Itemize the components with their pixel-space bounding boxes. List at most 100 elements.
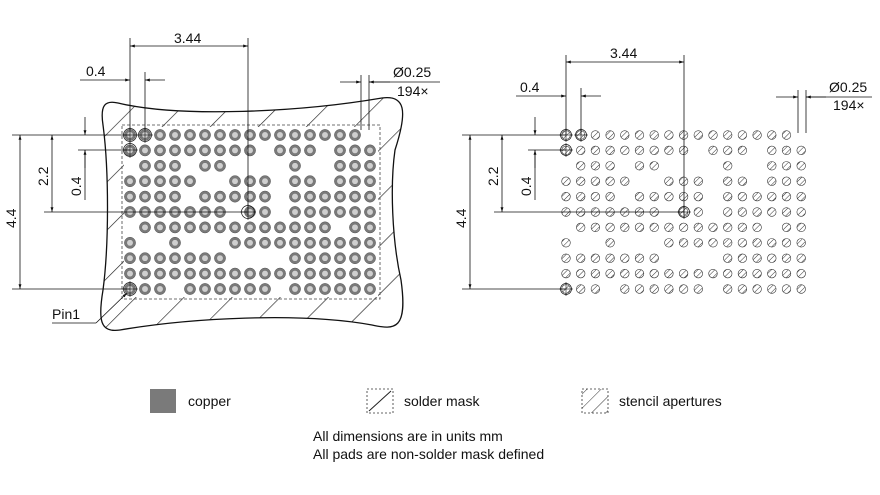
stencil-aperture — [634, 145, 645, 155]
pad-aperture — [336, 193, 344, 201]
pad-aperture — [321, 285, 329, 293]
stencil-aperture — [649, 130, 659, 140]
pad-aperture — [216, 223, 224, 231]
pad-aperture — [156, 131, 164, 139]
stencil-aperture — [781, 269, 792, 279]
stencil-aperture — [605, 253, 615, 263]
pad-aperture — [306, 270, 314, 277]
stencil-aperture — [561, 238, 571, 248]
pad-aperture — [291, 193, 299, 201]
stencil-aperture — [723, 145, 733, 155]
pad-aperture — [351, 193, 359, 201]
pad-aperture — [156, 146, 164, 154]
stencil-aperture — [796, 253, 806, 263]
stencil-aperture — [796, 269, 806, 279]
pad-aperture — [156, 223, 164, 231]
pad-aperture — [186, 146, 194, 154]
stencil-aperture — [752, 269, 762, 279]
pad-aperture — [336, 131, 344, 139]
stencil-aperture — [796, 176, 806, 186]
stencil-aperture — [752, 238, 762, 248]
right-dim-row-pitch: 0.4 — [518, 176, 534, 196]
stencil-aperture — [620, 130, 630, 140]
stencil-aperture — [708, 269, 718, 279]
pad-aperture — [126, 239, 134, 247]
stencil-aperture — [634, 161, 645, 171]
pad-aperture — [306, 131, 314, 139]
stencil-aperture — [781, 192, 792, 202]
stencil-aperture — [576, 253, 586, 263]
pad-aperture — [216, 131, 224, 139]
pad-aperture — [141, 254, 149, 262]
pad-aperture — [186, 131, 194, 139]
stencil-aperture — [723, 176, 733, 186]
stencil-aperture — [664, 176, 674, 186]
stencil-aperture — [561, 253, 571, 263]
stencil-aperture — [664, 130, 674, 140]
stencil-aperture — [737, 253, 748, 263]
pad-aperture — [246, 223, 254, 231]
pad-aperture — [186, 285, 194, 293]
legend-stencil-swatch — [581, 388, 609, 414]
legend-copper-swatch — [150, 389, 176, 413]
pad-aperture — [261, 208, 269, 216]
stencil-aperture — [723, 284, 733, 294]
pad-aperture — [246, 146, 254, 154]
pad-aperture — [306, 193, 314, 201]
pad-aperture — [291, 146, 299, 154]
stencil-aperture — [693, 130, 703, 140]
stencil-aperture — [620, 145, 630, 155]
note-pads: All pads are non-solder mask defined — [313, 446, 545, 462]
stencil-aperture — [590, 253, 601, 263]
stencil-aperture — [708, 222, 718, 232]
stencil-aperture — [693, 238, 703, 248]
pad-aperture — [351, 131, 359, 139]
pad-aperture — [201, 223, 209, 231]
stencil-aperture — [737, 145, 748, 155]
pad-aperture — [336, 285, 344, 293]
stencil-aperture — [737, 130, 748, 140]
stencil-aperture — [590, 130, 601, 140]
pad-aperture — [171, 162, 179, 170]
stencil-aperture — [781, 145, 792, 155]
left-dim-width: 3.44 — [174, 30, 201, 46]
pad-aperture — [366, 162, 374, 170]
right-dim-pitch: 0.4 — [520, 79, 540, 95]
stencil-aperture — [767, 284, 777, 294]
pad-aperture — [261, 285, 269, 293]
stencil-aperture — [664, 269, 674, 279]
stencil-aperture — [737, 222, 748, 232]
stencil-aperture — [634, 222, 645, 232]
stencil-aperture — [767, 161, 777, 171]
stencil-aperture — [634, 284, 645, 294]
stencil-aperture — [796, 161, 806, 171]
pad-aperture — [141, 285, 149, 293]
stencil-aperture — [576, 222, 586, 232]
pad-aperture — [141, 223, 149, 231]
pad-aperture — [366, 223, 374, 231]
stencil-aperture — [693, 192, 703, 202]
stencil-aperture — [796, 192, 806, 202]
stencil-aperture — [767, 238, 777, 248]
legend-solder-mask-swatch — [366, 388, 394, 414]
pad-aperture — [246, 131, 254, 139]
pad-aperture — [306, 223, 314, 231]
left-dim-diameter: Ø0.25 — [393, 64, 431, 80]
stencil-aperture — [723, 253, 733, 263]
pad-aperture — [231, 285, 239, 293]
pad-aperture — [186, 254, 194, 262]
stencil-aperture — [620, 222, 630, 232]
pad-aperture — [171, 177, 179, 185]
pad-aperture — [171, 223, 179, 231]
pad-aperture — [231, 131, 239, 139]
pad-aperture — [336, 208, 344, 216]
pad-aperture — [306, 146, 314, 154]
stencil-aperture — [561, 192, 571, 202]
pad-aperture — [246, 193, 254, 201]
pad-aperture — [201, 131, 209, 139]
pad-aperture — [216, 285, 224, 293]
pad-aperture — [261, 223, 269, 231]
stencil-aperture — [752, 130, 762, 140]
pad-aperture — [186, 177, 194, 185]
pad-aperture — [156, 177, 164, 185]
